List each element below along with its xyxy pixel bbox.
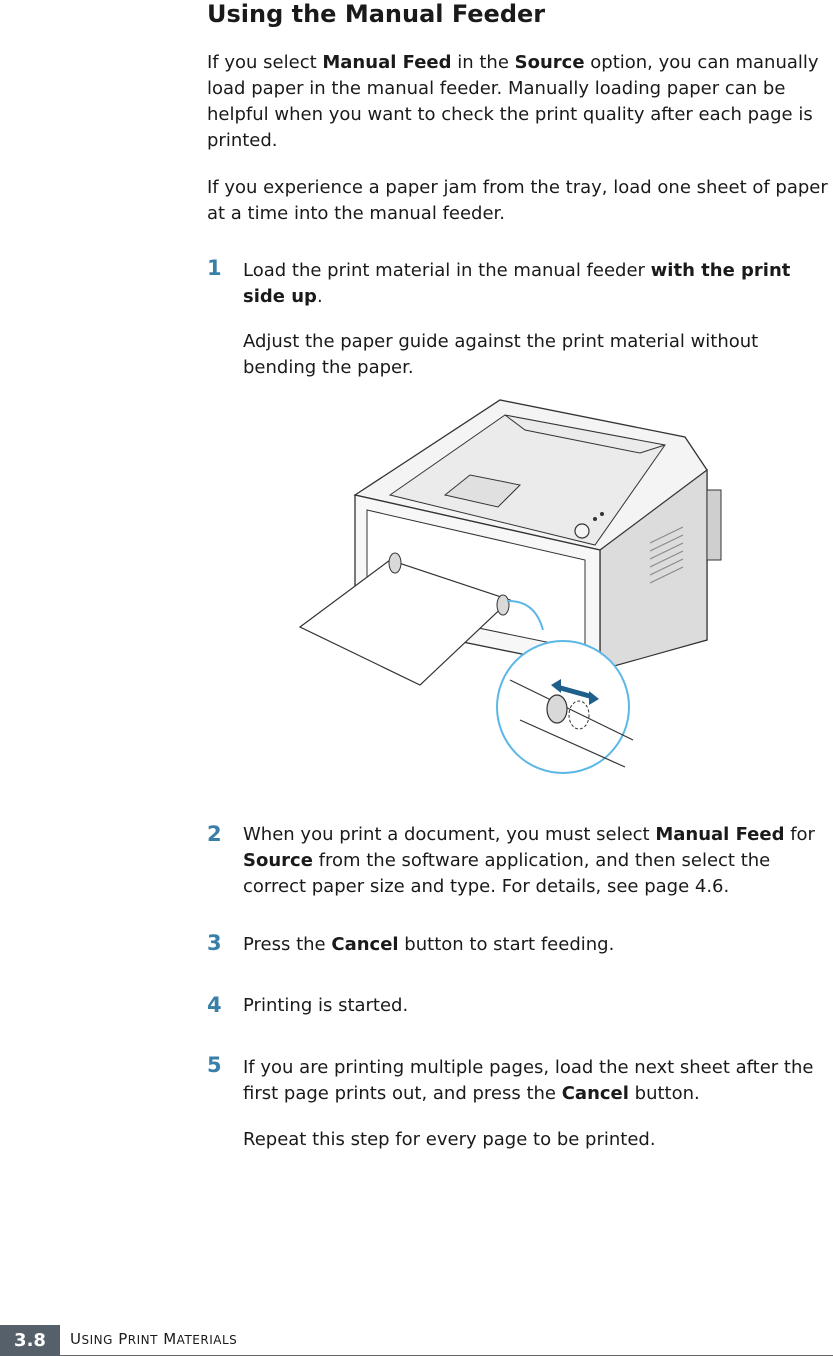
- step-5-para-0-run-0: If you are printing multiple pages, load…: [243, 1057, 814, 1104]
- intro-0-run-2: in the: [451, 52, 515, 73]
- page-title: Using the Manual Feeder: [207, 0, 546, 28]
- cancel-button-icon: [574, 523, 590, 539]
- intro-0-run-4: option, you can manually load paper in t…: [207, 52, 819, 151]
- step-5-number: 5: [207, 1053, 222, 1077]
- step-4-number: 4: [207, 993, 222, 1017]
- step-1-para-0-run-0: Load the print material in the manual fe…: [243, 260, 651, 281]
- step-4-para-0-run-0: Printing is started.: [243, 995, 409, 1016]
- printer-manual-feed-illustration: [298, 399, 722, 774]
- step-2-para-0-run-1: Manual Feed: [655, 824, 785, 845]
- step-1-note: Adjust the paper guide against the print…: [243, 329, 833, 381]
- side-vent: [649, 526, 684, 584]
- step-4-text: Printing is started.: [243, 993, 833, 1019]
- step-1-para-0-run-1: with the print side up: [243, 260, 791, 307]
- chapter-title: USING PRINT MATERIALS: [70, 1330, 237, 1348]
- step-1-para-1-run-0: Adjust the paper guide against the print…: [243, 331, 759, 378]
- step-5-note: Repeat this step for every page to be pr…: [243, 1127, 833, 1153]
- intro-paragraph-1: If you select Manual Feed in the Source …: [207, 50, 832, 154]
- intro-paragraph-2: If you experience a paper jam from the t…: [207, 175, 832, 227]
- paper-guide-right: [496, 594, 510, 616]
- step-5-para-0-run-1: Cancel: [561, 1083, 629, 1104]
- step-2-number: 2: [207, 822, 222, 846]
- intro-1-run-0: If you experience a paper jam from the t…: [207, 177, 828, 224]
- step-2-text: When you print a document, you must sele…: [243, 822, 833, 900]
- intro-0-run-3: Source: [514, 52, 585, 73]
- adjust-arrow-icon: [556, 684, 594, 700]
- step-1-para-0-run-2: .: [316, 286, 323, 307]
- step-2-para-0-run-0: When you print a document, you must sele…: [243, 824, 656, 845]
- intro-0-run-0: If you select: [207, 52, 323, 73]
- output-support: [443, 474, 522, 508]
- intro-0-run-1: Manual Feed: [322, 52, 452, 73]
- step-5-text: If you are printing multiple pages, load…: [243, 1055, 833, 1107]
- step-2-para-0-run-3: Source: [243, 850, 313, 871]
- step-3-para-0-run-1: Cancel: [331, 934, 399, 955]
- chapter-title-text: USING PRINT MATERIALS: [70, 1330, 238, 1348]
- step-5-para-1-run-0: Repeat this step for every page to be pr…: [243, 1129, 656, 1150]
- page-number-badge: 3.8: [0, 1325, 60, 1356]
- step-3-para-0-run-0: Press the: [243, 934, 332, 955]
- step-5-para-0-run-2: button.: [628, 1083, 700, 1104]
- step-1-text: Load the print material in the manual fe…: [243, 258, 833, 310]
- step-3-text: Press the Cancel button to start feeding…: [243, 932, 833, 958]
- step-3-number: 3: [207, 931, 222, 955]
- paper-guide-left: [388, 552, 402, 574]
- guide-zoom: [546, 694, 568, 724]
- step-1-number: 1: [207, 256, 222, 280]
- step-2-para-0-run-4: from the software application, and then …: [243, 850, 771, 897]
- step-3-para-0-run-2: button to start feeding.: [398, 934, 615, 955]
- step-2-para-0-run-2: for: [784, 824, 815, 845]
